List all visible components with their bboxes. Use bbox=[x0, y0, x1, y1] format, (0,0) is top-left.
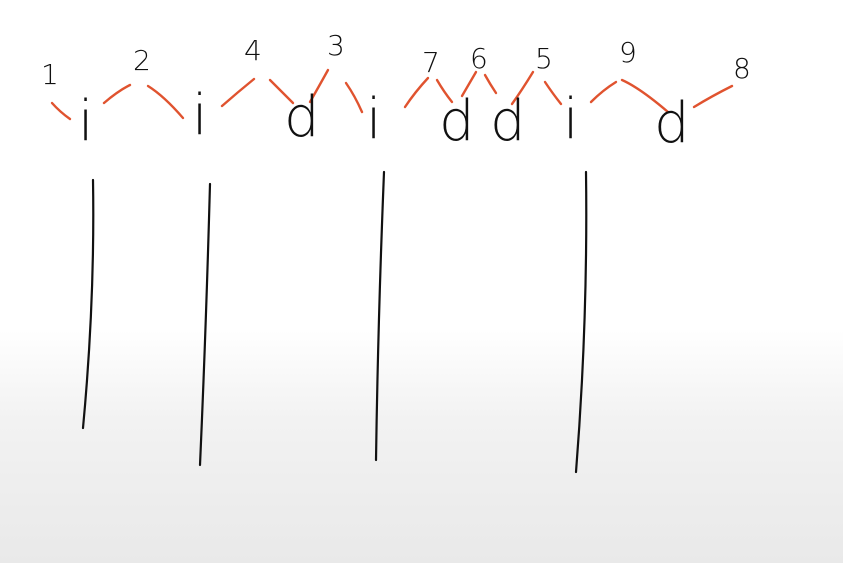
zigzag-segment-8 bbox=[403, 76, 430, 109]
zigzag-segment-16 bbox=[692, 84, 734, 109]
letter-i: i bbox=[78, 89, 94, 154]
node-labels: 1 2 4 3 7 6 5 9 8 bbox=[41, 29, 751, 91]
zigzag-segment-7 bbox=[344, 81, 364, 114]
zigzag-segment-5 bbox=[268, 78, 295, 105]
zigzag-segment-9 bbox=[435, 78, 454, 104]
node-label: 4 bbox=[244, 34, 262, 67]
vertical-divider bbox=[374, 170, 386, 462]
letter-d: d bbox=[284, 85, 320, 150]
zigzag-segment-15 bbox=[620, 78, 670, 114]
sequence-letters: i i d i d d i d bbox=[78, 83, 690, 156]
divider-lines bbox=[81, 170, 588, 474]
zigzag-segment-13 bbox=[543, 80, 563, 106]
node-label: 6 bbox=[470, 42, 488, 75]
zigzag-segment-6 bbox=[308, 68, 330, 104]
zigzag-segment-4 bbox=[220, 77, 256, 108]
node-label: 9 bbox=[619, 36, 637, 69]
vertical-divider bbox=[574, 170, 588, 474]
node-label: 8 bbox=[733, 52, 751, 85]
node-label: 5 bbox=[535, 42, 553, 75]
zigzag-segment-1 bbox=[50, 101, 72, 121]
node-label: 3 bbox=[327, 29, 345, 62]
zigzag-segment-14 bbox=[589, 80, 618, 104]
letter-d: d bbox=[654, 91, 690, 156]
node-label: 1 bbox=[41, 58, 59, 91]
zigzag-path bbox=[50, 68, 734, 121]
node-label: 7 bbox=[422, 46, 440, 79]
vertical-divider bbox=[198, 182, 212, 467]
node-label: 2 bbox=[133, 44, 151, 77]
zigzag-segment-3 bbox=[146, 84, 185, 120]
zigzag-segment-11 bbox=[483, 73, 498, 95]
letter-d: d bbox=[439, 89, 475, 154]
zigzag-segment-10 bbox=[460, 70, 478, 98]
letter-i: i bbox=[563, 87, 579, 152]
vertical-divider bbox=[81, 178, 95, 430]
letter-i: i bbox=[366, 87, 382, 152]
letter-d: d bbox=[490, 89, 526, 154]
letter-i: i bbox=[192, 83, 208, 148]
zigzag-segment-2 bbox=[102, 83, 132, 105]
zigzag-segment-12 bbox=[510, 70, 535, 106]
